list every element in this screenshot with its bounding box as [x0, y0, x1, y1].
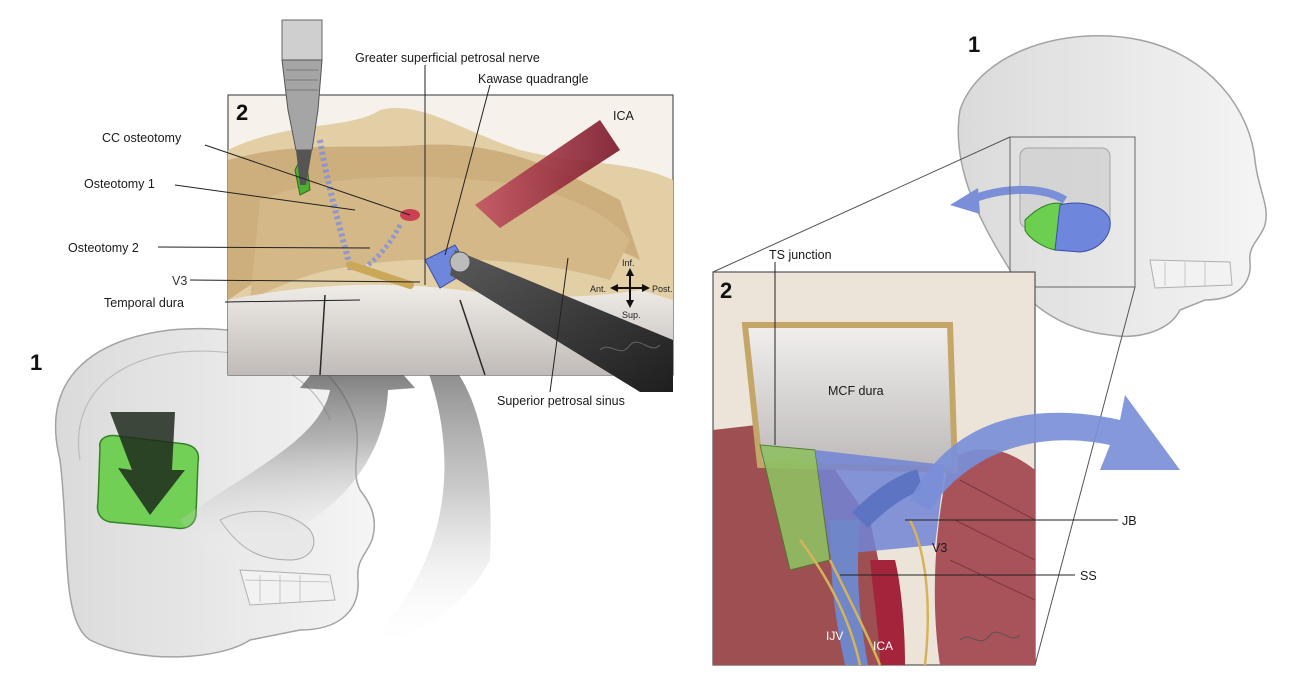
label-v3-right: V3 [932, 541, 947, 555]
right-ica-vessel [870, 560, 905, 665]
compass-inf: Inf. [622, 258, 635, 268]
left-head-number: 1 [30, 350, 42, 375]
label-ijv: IJV [826, 629, 843, 643]
label-jb: JB [1122, 514, 1137, 528]
label-ts-junction: TS junction [769, 248, 832, 262]
label-osteotomy1: Osteotomy 1 [84, 177, 155, 191]
right-blue-arrow [910, 395, 1180, 510]
right-projection-lines [712, 136, 1136, 666]
label-ica-right: ICA [873, 639, 893, 653]
right-blue-region [1054, 202, 1111, 253]
label-kawase: Kawase quadrangle [478, 72, 589, 86]
label-v3-left: V3 [172, 274, 187, 288]
label-ica-left: ICA [613, 109, 635, 123]
left-head-illustration: 1 [30, 327, 376, 658]
label-gspn: Greater superficial petrosal nerve [355, 51, 540, 65]
compass-sup: Sup. [622, 310, 641, 320]
label-ss: SS [1080, 569, 1097, 583]
orientation-compass: Inf. Ant. Post. Sup. [590, 258, 673, 320]
label-temporal-dura: Temporal dura [104, 296, 184, 310]
left-transition-arrow [180, 320, 415, 560]
right-inset-number: 2 [720, 278, 732, 303]
label-superior-petrosal-sinus: Superior petrosal sinus [497, 394, 625, 408]
left-drill-right [450, 250, 673, 392]
left-inset-number: 2 [236, 100, 248, 125]
right-head-number: 1 [968, 32, 980, 57]
compass-post: Post. [652, 284, 673, 294]
label-mcf-dura: MCF dura [828, 384, 884, 398]
compass-ant: Ant. [590, 284, 606, 294]
left-leader-lines [157, 65, 569, 393]
left-ica-vessel [475, 120, 620, 228]
left-drill-top [281, 19, 323, 185]
right-head-illustration: 1 [950, 32, 1267, 337]
right-leader-lines [774, 262, 1118, 576]
label-cc-osteotomy: CC osteotomy [102, 131, 182, 145]
label-osteotomy2: Osteotomy 2 [68, 241, 139, 255]
right-inset-panel: 2 [712, 271, 1036, 666]
